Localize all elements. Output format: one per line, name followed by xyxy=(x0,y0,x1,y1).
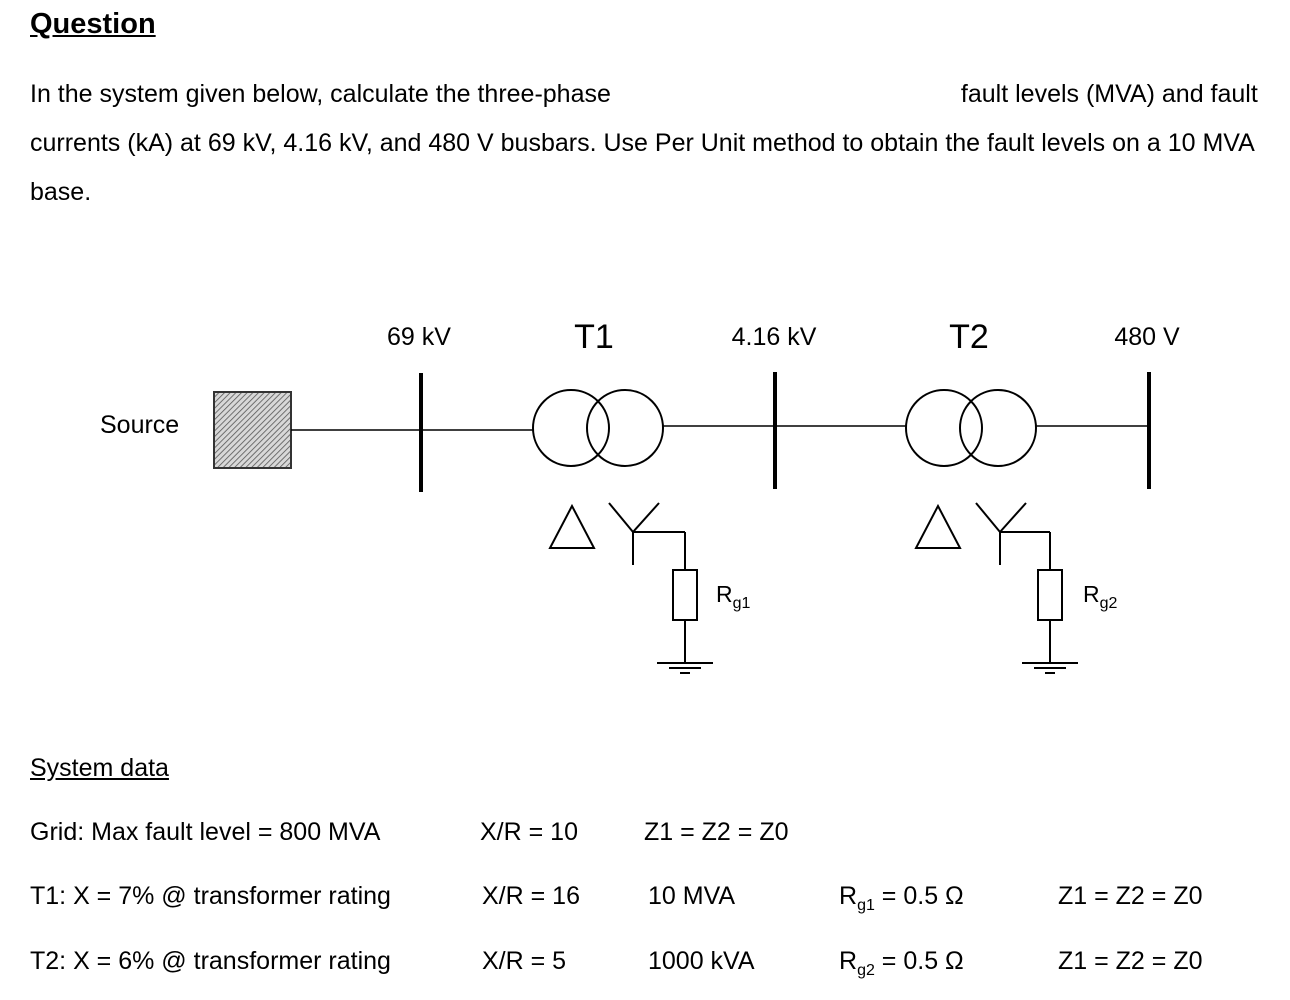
question-heading: Question xyxy=(30,8,156,40)
t1-secondary-winding xyxy=(586,389,664,467)
t1-xr: X/R = 16 xyxy=(482,882,580,910)
t2-secondary-winding xyxy=(959,389,1037,467)
question-text-end: fault levels (MVA) and fault currents (k… xyxy=(30,80,1258,206)
t2-label-data: T2: X = 6% @ transformer rating xyxy=(30,947,391,975)
t1-label-data: T1: X = 7% @ transformer rating xyxy=(30,882,391,910)
t2-ground-icon xyxy=(1022,620,1078,674)
t2-primary-winding xyxy=(905,389,983,467)
t1-ground-icon xyxy=(657,620,713,674)
t1-rating: 10 MVA xyxy=(648,882,736,910)
t1-primary-winding xyxy=(532,389,610,467)
bus-4-16kv-label: 4.16 kV xyxy=(732,323,817,351)
t2-xr: X/R = 5 xyxy=(482,947,567,975)
rg1-label: Rg1 xyxy=(716,581,751,612)
grid-impedance: Z1 = Z2 = Z0 xyxy=(644,818,789,846)
grid-xr: X/R = 10 xyxy=(480,818,578,846)
rg1-resistor xyxy=(672,569,698,621)
t2-wye-symbol xyxy=(975,502,1051,570)
t1-impedance: Z1 = Z2 = Z0 xyxy=(1058,882,1203,910)
source-label: Source xyxy=(100,411,179,439)
rg2-label: Rg2 xyxy=(1083,581,1118,612)
t1-delta-symbol xyxy=(548,503,596,549)
bus-69kv-label: 69 kV xyxy=(387,323,451,351)
source-block xyxy=(213,391,292,469)
t2-label: T2 xyxy=(949,318,989,356)
question-text-start: In the system given below, calculate the… xyxy=(30,80,611,108)
t2-rg-value: Rg2 = 0.5 Ω xyxy=(839,947,964,979)
t1-label: T1 xyxy=(574,318,614,356)
t2-impedance: Z1 = Z2 = Z0 xyxy=(1058,947,1203,975)
bus-480v-label: 480 V xyxy=(1114,323,1180,351)
system-data-heading: System data xyxy=(30,754,169,782)
t1-rg-value: Rg1 = 0.5 Ω xyxy=(839,882,964,914)
question-text: In the system given below, calculate the… xyxy=(30,70,1285,217)
grid-label: Grid: Max fault level = 800 MVA xyxy=(30,818,381,846)
t2-delta-symbol xyxy=(914,503,962,549)
t1-wye-symbol xyxy=(608,502,686,570)
t2-rating: 1000 kVA xyxy=(648,947,755,975)
rg2-resistor xyxy=(1037,569,1063,621)
